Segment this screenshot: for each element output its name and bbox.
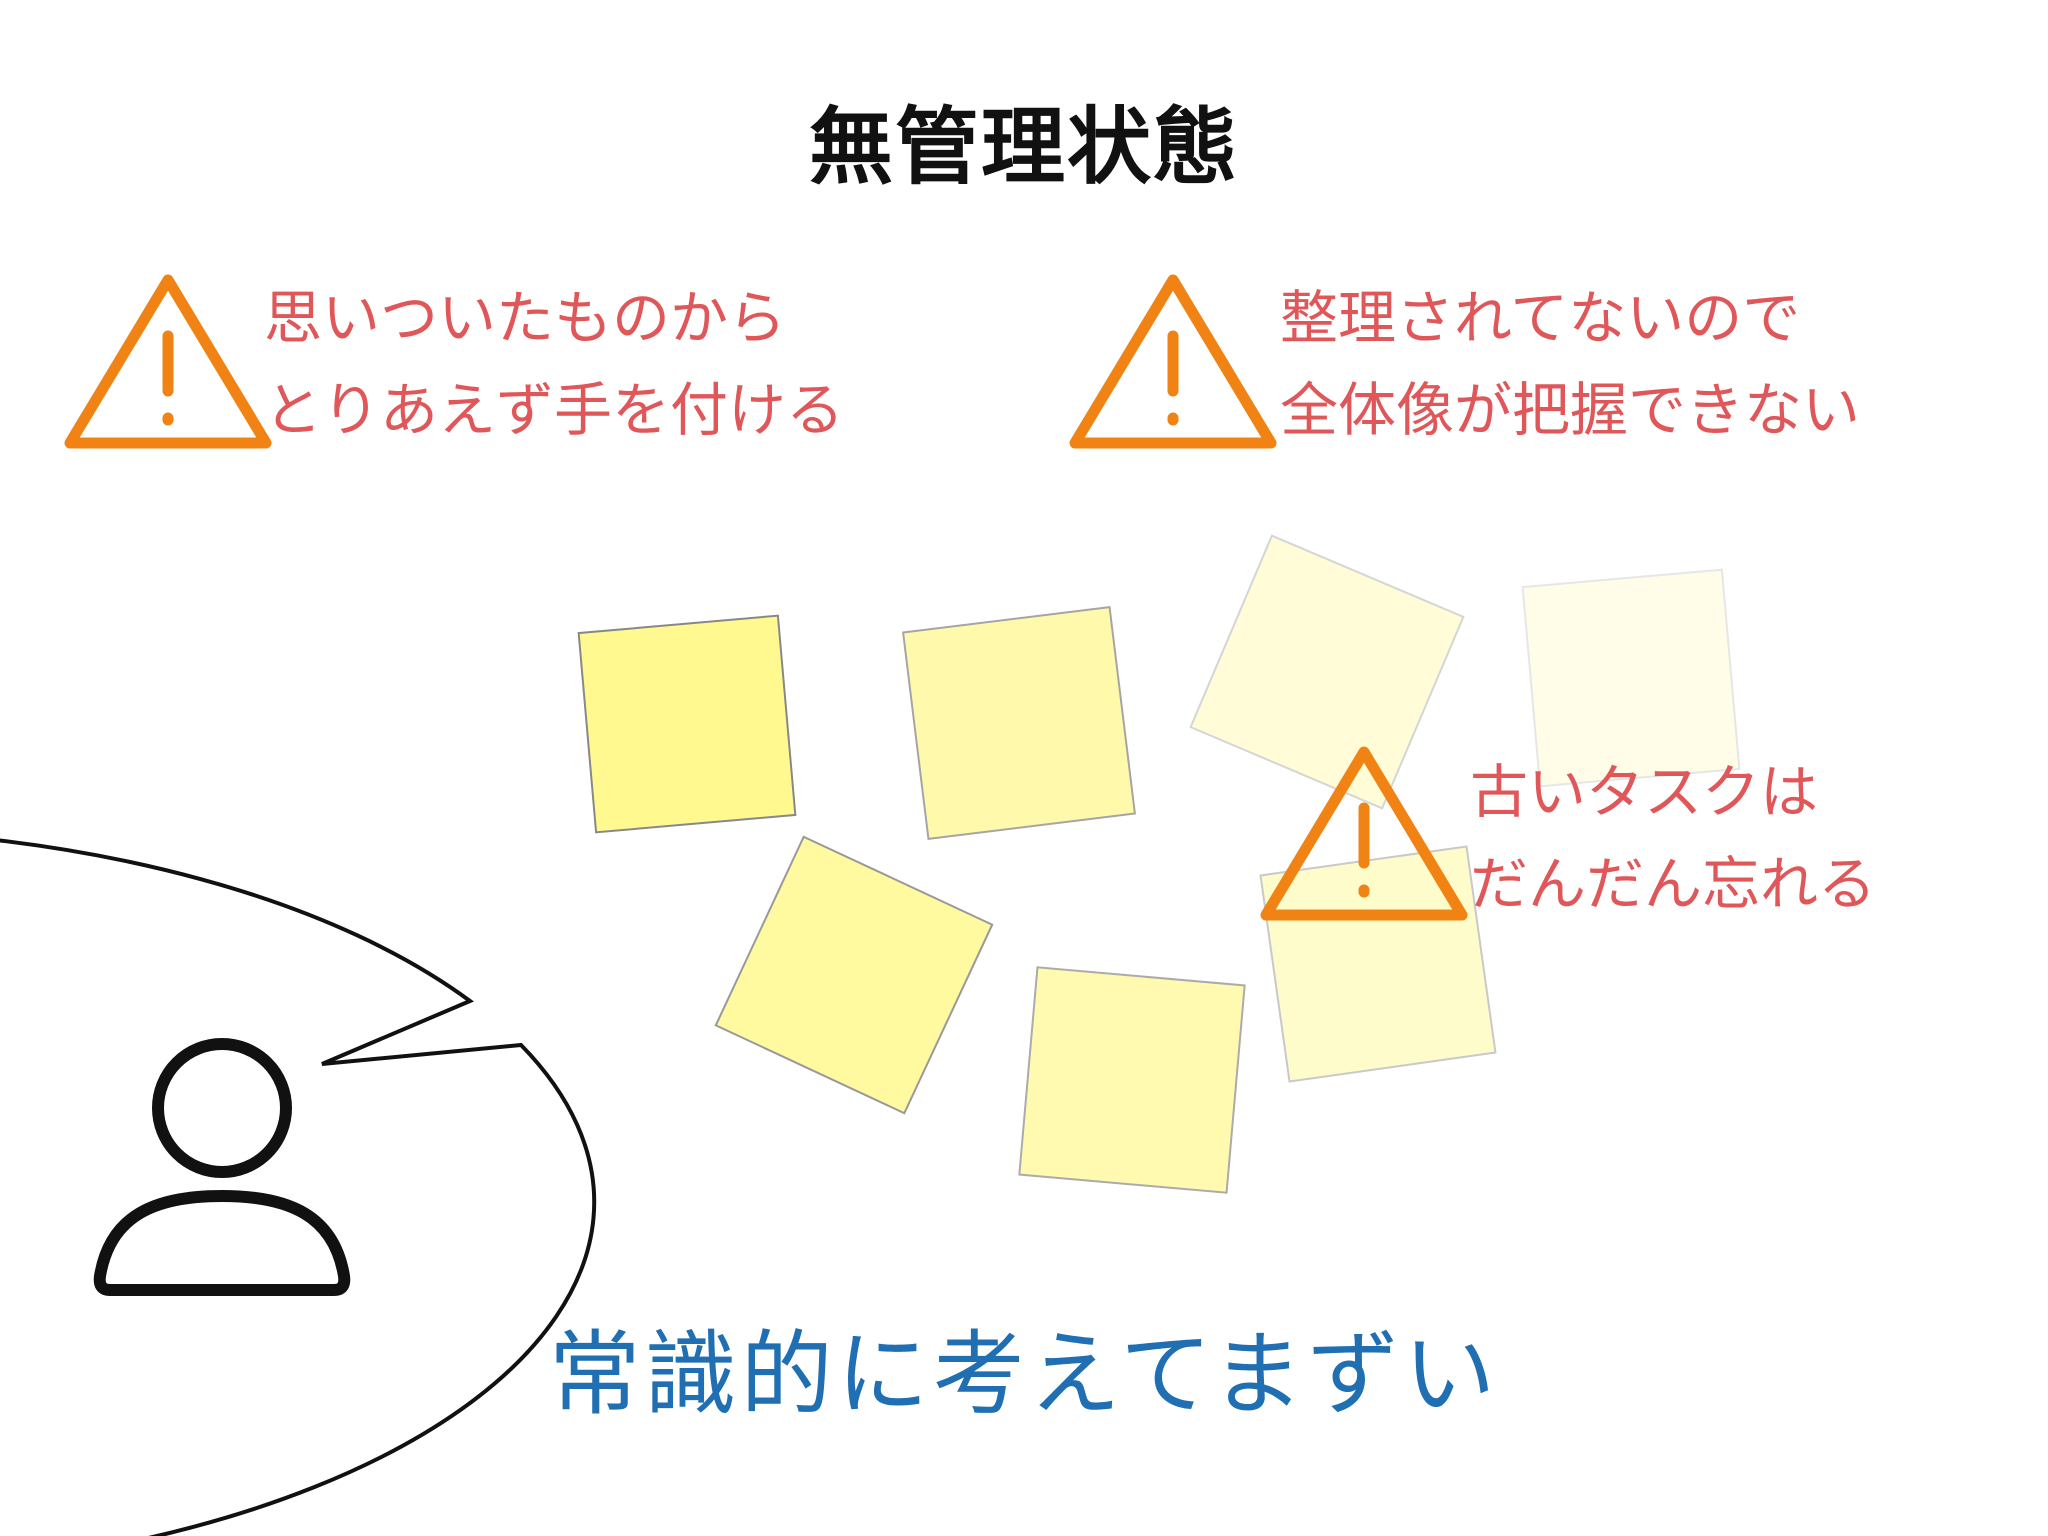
warning-text-3: 古いタスクは だんだん忘れる xyxy=(1470,746,1876,930)
person-icon xyxy=(93,1038,351,1296)
bottom-message: 常識的に考えてまずい xyxy=(548,1321,1500,1428)
warning-text-1: 思いついたものから とりあえず手を付ける xyxy=(264,272,844,456)
warning-text-line: 古いタスクは xyxy=(1470,758,1819,826)
sticky-note-icon xyxy=(1521,568,1741,788)
sticky-note-icon xyxy=(1259,845,1497,1083)
warning-triangle-icon xyxy=(1069,274,1277,449)
warning-text-line: 思いついたものから xyxy=(264,284,787,352)
sticky-note-icon xyxy=(901,605,1137,841)
sticky-note-icon xyxy=(577,614,797,834)
warning-text-line: 全体像が把握できない xyxy=(1280,376,1861,444)
sticky-note-icon xyxy=(1189,534,1465,810)
sticky-note-icon xyxy=(714,835,994,1115)
warning-text-line: 整理されてないので xyxy=(1280,284,1801,352)
warning-text-2: 整理されてないので 全体像が把握できない xyxy=(1280,272,1860,456)
page-title: 無管理状態 xyxy=(808,98,1239,196)
warning-triangle-icon xyxy=(64,274,272,449)
sticky-note-icon xyxy=(1018,966,1246,1194)
warning-text-line: だんだん忘れる xyxy=(1470,850,1877,918)
warning-triangle-icon xyxy=(1260,746,1468,921)
warning-text-line: とりあえず手を付ける xyxy=(264,376,845,444)
thought-bubble xyxy=(0,838,597,1536)
